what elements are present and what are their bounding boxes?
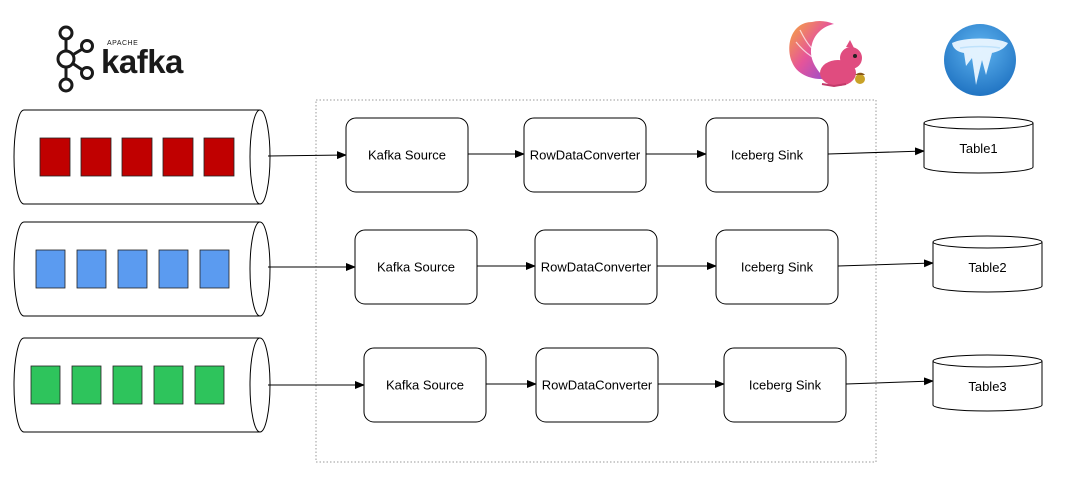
message-block [76,249,107,289]
kafka-topic-2 [13,221,271,317]
kafka-tagline: APACHE [107,40,138,47]
pipeline-row-1: Kafka Source RowDataConverter Iceberg Sink… [13,109,1034,205]
kafka-wordmark: kafka [101,43,184,80]
kafka-topic-1 [13,109,271,205]
box-shape [715,229,839,305]
iceberg-table-2: Table2 [932,235,1043,293]
message-block [121,137,153,177]
table-label: Table1 [959,141,997,156]
box-shape [535,347,659,423]
message-block [158,249,189,289]
kafka-source-box: Kafka Source [345,117,469,193]
kafka-source-box: Kafka Source [363,347,487,423]
message-block [112,365,143,405]
arrow-sink-to-table [837,259,934,268]
table-body [923,123,1034,174]
box-label: Kafka Source [377,260,455,275]
message-block [117,249,148,289]
message-block [80,137,112,177]
box-shape [363,347,487,423]
flink-squirrel-icon [789,20,865,88]
iceberg-sink-box: Iceberg Sink [715,229,839,305]
table-top [923,116,1034,130]
row-data-converter-box: RowDataConverter [534,229,658,305]
kafka-icon [56,25,94,93]
box-shape [705,117,829,193]
table-body [932,361,1043,412]
kafka-logo: APACHE kafka [56,25,185,93]
arrow-topic-to-source [267,151,347,160]
box-label: Iceberg Sink [749,378,822,393]
table-label: Table2 [968,260,1006,275]
table-top [932,354,1043,368]
box-shape [534,229,658,305]
message-block [203,137,235,177]
box-label: RowDataConverter [530,148,641,163]
flink-job-frame [315,99,877,463]
iceberg-icon [944,24,1016,96]
pipeline-row-2: Kafka Source RowDataConverter Iceberg Sink… [13,221,1043,317]
message-block [39,137,71,177]
message-block [199,249,230,289]
message-block [162,137,194,177]
box-shape [345,117,469,193]
box-shape [523,117,647,193]
box-label: RowDataConverter [541,260,652,275]
box-label: Kafka Source [368,148,446,163]
iceberg-sink-box: Iceberg Sink [705,117,829,193]
box-label: Iceberg Sink [731,148,804,163]
row-data-converter-box: RowDataConverter [535,347,659,423]
table-body [932,242,1043,293]
message-block [71,365,102,405]
topic-end-cap [249,109,261,205]
box-label: RowDataConverter [542,378,653,393]
box-label: Iceberg Sink [741,260,814,275]
kafka-topic-3 [13,337,271,433]
box-label: Kafka Source [386,378,464,393]
table-label: Table3 [968,379,1006,394]
box-shape [723,347,847,423]
message-block [153,365,184,405]
box-shape [354,229,478,305]
table-top [932,235,1043,249]
arrow-sink-to-table [845,377,934,386]
topic-end-cap [249,221,261,317]
kafka-source-box: Kafka Source [354,229,478,305]
message-block [30,365,61,405]
iceberg-table-3: Table3 [932,354,1043,412]
topic-end-cap [249,337,261,433]
iceberg-table-1: Table1 [923,116,1034,174]
arrow-sink-to-table [827,147,925,156]
iceberg-sink-box: Iceberg Sink [723,347,847,423]
row-data-converter-box: RowDataConverter [523,117,647,193]
message-block [194,365,225,405]
message-block [35,249,66,289]
pipeline-row-3: Kafka Source RowDataConverter Iceberg Sink… [13,337,1043,433]
